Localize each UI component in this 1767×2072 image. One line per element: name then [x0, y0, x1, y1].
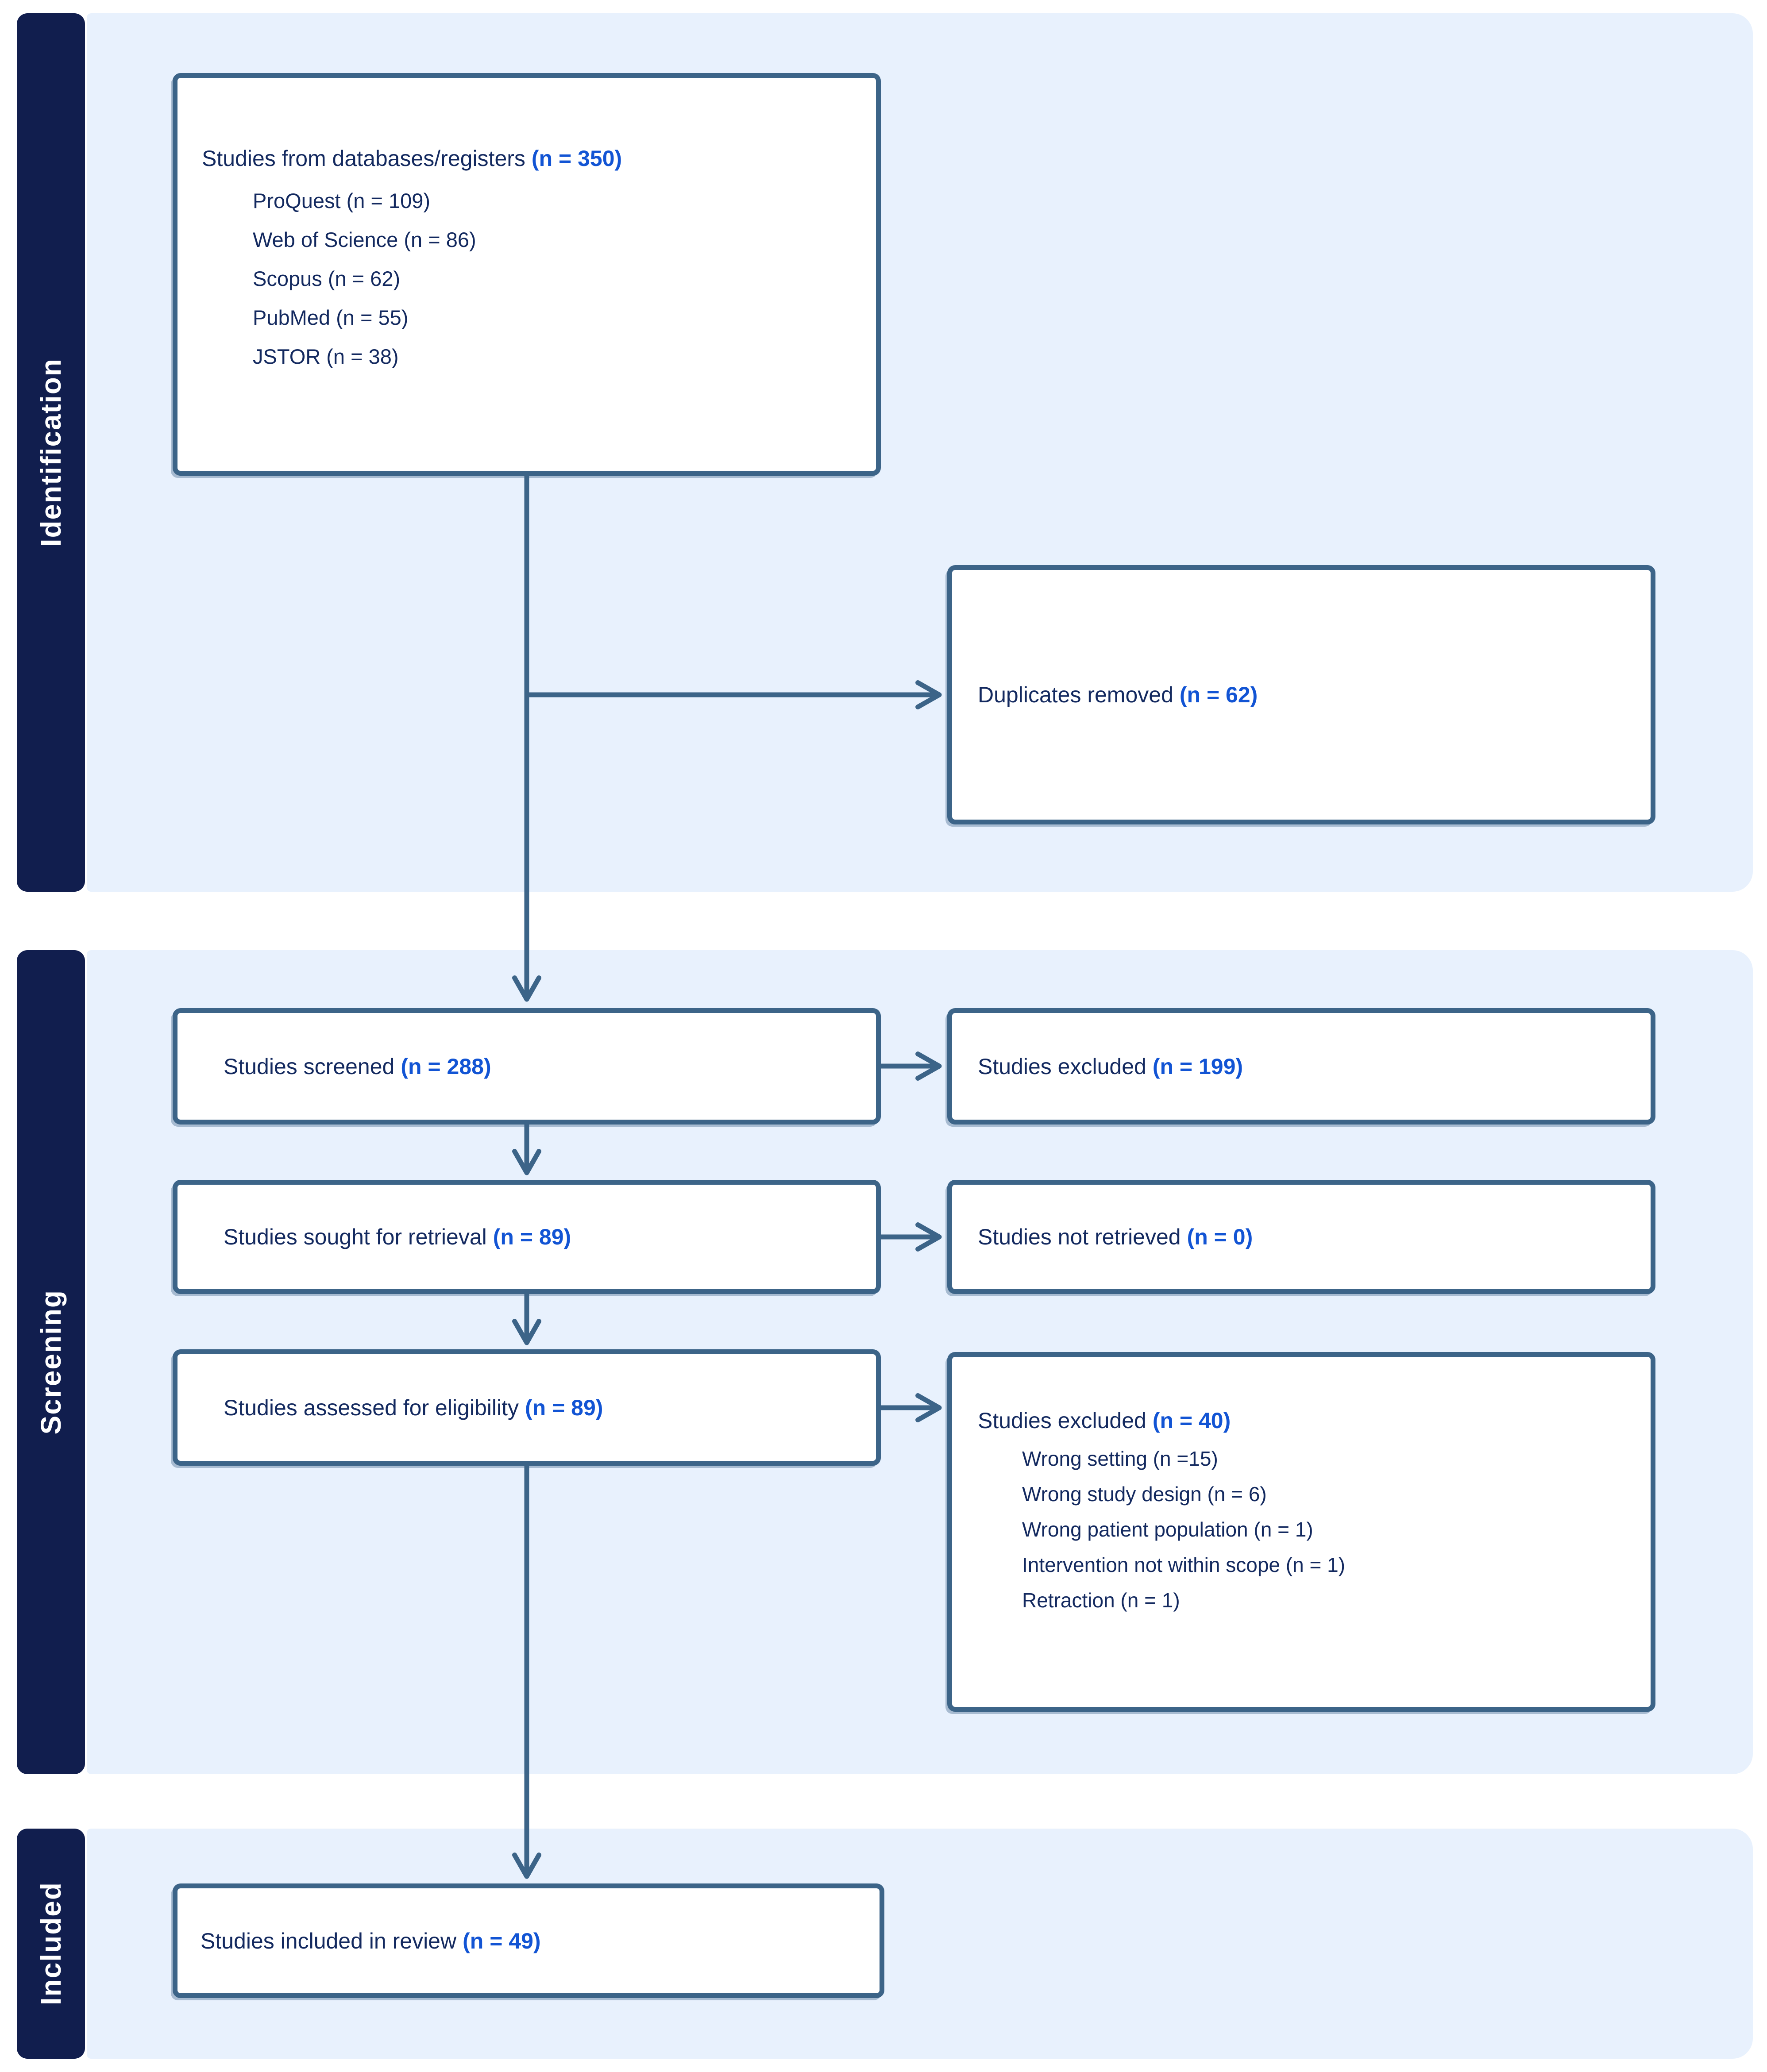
box-title: Studies included in review(n = 49)	[201, 1927, 541, 1955]
box-label: Studies included in review	[201, 1928, 457, 1953]
box-label: Studies assessed for eligibility	[224, 1395, 519, 1420]
box-label: Studies excluded	[978, 1408, 1146, 1433]
box-title: Studies from databases/registers(n = 350…	[202, 144, 856, 173]
list-item: Wrong patient population (n = 1)	[1022, 1518, 1313, 1541]
database-breakdown-list: ProQuest (n = 109) Web of Science (n = 86…	[202, 181, 856, 376]
box-title: Studies excluded(n = 199)	[978, 1052, 1243, 1081]
box-title: Studies not retrieved(n = 0)	[978, 1223, 1253, 1251]
stage-label-screening: Screening	[17, 950, 85, 1774]
box-title: Studies assessed for eligibility(n = 89)	[224, 1394, 603, 1422]
list-item: Wrong setting (n =15)	[1022, 1447, 1218, 1470]
box-count: (n = 40)	[1152, 1408, 1231, 1433]
studies-screened-box: Studies screened(n = 288)	[173, 1008, 881, 1125]
list-item: Scopus (n = 62)	[253, 267, 401, 290]
studies-excluded-screening-box: Studies excluded(n = 199)	[947, 1008, 1655, 1125]
box-label: Studies screened	[224, 1054, 395, 1079]
stage-label-identification: Identification	[17, 13, 85, 892]
box-count: (n = 350)	[531, 146, 622, 171]
stage-label-included: Included	[17, 1829, 85, 2059]
studies-assessed-box: Studies assessed for eligibility(n = 89)	[173, 1349, 881, 1466]
stage-label-text: Identification	[35, 358, 67, 547]
studies-sought-box: Studies sought for retrieval(n = 89)	[173, 1180, 881, 1294]
box-label: Studies sought for retrieval	[224, 1225, 487, 1249]
stage-label-text: Included	[35, 1882, 67, 2006]
exclusion-reasons-list: Wrong setting (n =15) Wrong study design …	[978, 1441, 1633, 1618]
box-title: Studies sought for retrieval(n = 89)	[224, 1223, 571, 1251]
box-count: (n = 89)	[493, 1225, 571, 1249]
studies-included-box: Studies included in review(n = 49)	[173, 1883, 884, 1998]
box-title: Studies screened(n = 288)	[224, 1052, 491, 1081]
box-count: (n = 49)	[463, 1928, 541, 1953]
box-count: (n = 62)	[1179, 682, 1258, 707]
list-item: JSTOR (n = 38)	[253, 345, 399, 368]
databases-box: Studies from databases/registers(n = 350…	[173, 73, 881, 476]
box-label: Studies not retrieved	[978, 1225, 1181, 1249]
list-item: Retraction (n = 1)	[1022, 1589, 1180, 1612]
box-label: Duplicates removed	[978, 682, 1173, 707]
box-count: (n = 199)	[1152, 1054, 1243, 1079]
box-count: (n = 288)	[401, 1054, 491, 1079]
list-item: ProQuest (n = 109)	[253, 189, 431, 212]
box-count: (n = 89)	[525, 1395, 603, 1420]
box-label: Studies excluded	[978, 1054, 1146, 1079]
box-label: Studies from databases/registers	[202, 146, 525, 171]
list-item: Intervention not within scope (n = 1)	[1022, 1553, 1346, 1576]
list-item: PubMed (n = 55)	[253, 306, 409, 329]
studies-not-retrieved-box: Studies not retrieved(n = 0)	[947, 1180, 1655, 1294]
box-title: Studies excluded(n = 40)	[978, 1406, 1633, 1435]
studies-excluded-eligibility-box: Studies excluded(n = 40) Wrong setting (…	[947, 1352, 1655, 1712]
stage-label-text: Screening	[35, 1290, 67, 1435]
list-item: Web of Science (n = 86)	[253, 228, 476, 251]
list-item: Wrong study design (n = 6)	[1022, 1483, 1267, 1506]
duplicates-removed-box: Duplicates removed(n = 62)	[947, 565, 1655, 824]
box-count: (n = 0)	[1187, 1225, 1253, 1249]
box-title: Duplicates removed(n = 62)	[978, 681, 1258, 709]
